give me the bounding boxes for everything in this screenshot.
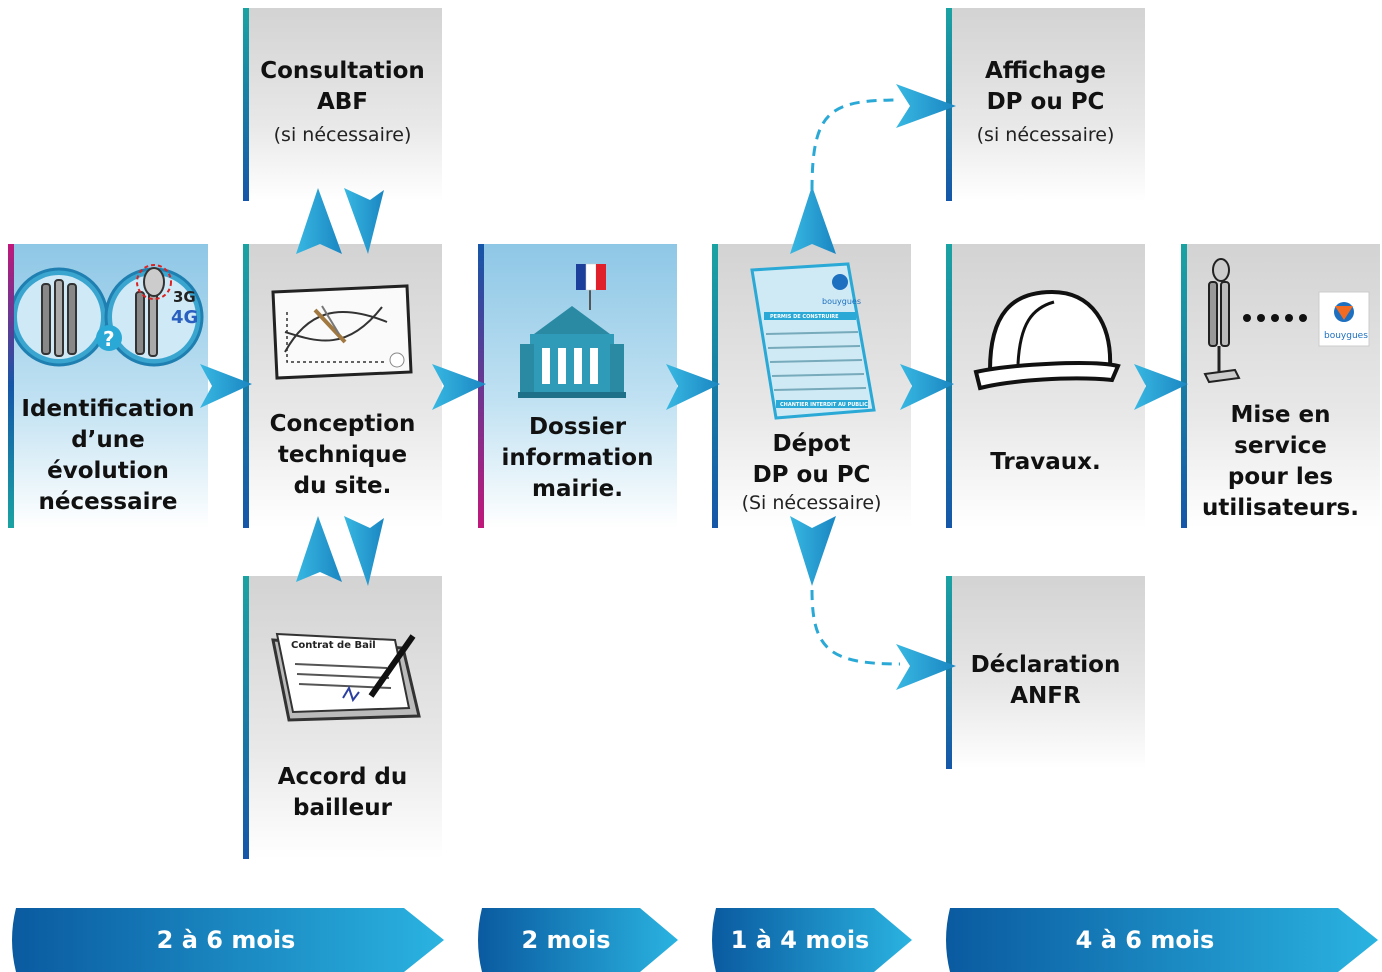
tech-4g-label: 4G bbox=[171, 307, 198, 328]
arrow-down-declaration bbox=[790, 516, 836, 586]
permit-title: PERMIS DE CONSTRUIRE bbox=[770, 314, 839, 320]
permit-brand: bouygues bbox=[822, 297, 861, 306]
step-bar bbox=[946, 576, 952, 769]
depot-label: Dépot DP ou PC bbox=[752, 431, 871, 488]
tech-3g-label: 3G bbox=[173, 288, 196, 306]
arrow-up-affichage bbox=[790, 186, 836, 254]
service-brand: bouygues bbox=[1324, 331, 1368, 341]
step-dossier: Dossier information mairie. bbox=[478, 244, 677, 528]
timeline-band-2: 2 mois bbox=[474, 908, 678, 972]
arrow-up-accord bbox=[296, 516, 342, 582]
step-bar bbox=[243, 8, 249, 201]
timeline-band-4: 4 à 6 mois bbox=[942, 908, 1378, 972]
arrow-right-2 bbox=[432, 364, 486, 410]
dashed-path-declaration bbox=[810, 589, 901, 666]
step-travaux: Travaux. bbox=[946, 244, 1145, 528]
step-depot: bouygues PERMIS DE CONSTRUIRE CHANTIER I… bbox=[712, 244, 911, 528]
arrow-down-consultation bbox=[344, 188, 384, 254]
step-identification: 3G 4G ? Identification d’une évolution n… bbox=[8, 244, 208, 528]
conception-label: Conception technique du site. bbox=[269, 411, 416, 499]
step-consultation: Consultation ABF (si nécessaire) bbox=[243, 8, 442, 201]
affichage-label: Affichage DP ou PC bbox=[984, 58, 1107, 115]
depot-note: (Si nécessaire) bbox=[741, 492, 882, 514]
contract-title: Contrat de Bail bbox=[291, 640, 376, 651]
identification-label: Identification d’une évolution nécessair… bbox=[21, 396, 195, 515]
dossier-label: Dossier information mairie. bbox=[501, 414, 654, 502]
arrow-up-consultation bbox=[296, 188, 342, 254]
timeline-label-2: 2 mois bbox=[521, 926, 611, 954]
step-conception: Conception technique du site. bbox=[243, 244, 442, 528]
step-bar bbox=[243, 576, 249, 859]
contract-signing-icon: Contrat de Bail bbox=[263, 630, 423, 734]
arrow-right-4 bbox=[900, 364, 954, 410]
permit-footer: CHANTIER INTERDIT AU PUBLIC bbox=[780, 402, 868, 408]
hard-hat-icon bbox=[972, 284, 1122, 398]
arrow-right-3 bbox=[666, 364, 720, 410]
arrow-right-declaration bbox=[896, 644, 956, 690]
town-hall-icon bbox=[512, 260, 632, 404]
consultation-label: Consultation ABF bbox=[260, 58, 425, 115]
step-mise: bouygues Mise en service pour les utilis… bbox=[1181, 244, 1380, 528]
travaux-label: Travaux. bbox=[990, 449, 1101, 475]
step-bar bbox=[8, 244, 14, 528]
timeline-band-1: 2 à 6 mois bbox=[8, 908, 444, 972]
question-label: ? bbox=[103, 327, 115, 351]
arrow-right-5 bbox=[1134, 364, 1188, 410]
step-accord: Contrat de Bail Accord du bailleur bbox=[243, 576, 442, 859]
step-bar bbox=[1181, 244, 1187, 528]
timeline-label-4: 4 à 6 mois bbox=[1075, 926, 1215, 954]
consultation-note: (si nécessaire) bbox=[273, 124, 412, 146]
affichage-note: (si nécessaire) bbox=[976, 124, 1115, 146]
mise-label: Mise en service pour les utilisateurs. bbox=[1202, 402, 1359, 521]
declaration-label: Déclaration ANFR bbox=[970, 652, 1121, 709]
timeline-label-3: 1 à 4 mois bbox=[730, 926, 870, 954]
blueprint-icon bbox=[267, 282, 417, 386]
antenna-service-icon: bouygues bbox=[1195, 256, 1375, 390]
dashed-path-affichage bbox=[810, 98, 901, 191]
step-declaration: Déclaration ANFR bbox=[946, 576, 1145, 769]
arrow-right-affichage bbox=[896, 84, 956, 128]
timeline-label-1: 2 à 6 mois bbox=[156, 926, 296, 954]
step-affichage: Affichage DP ou PC (si nécessaire) bbox=[946, 8, 1145, 201]
building-permit-form-icon: bouygues PERMIS DE CONSTRUIRE CHANTIER I… bbox=[748, 262, 878, 426]
timeline-band-3: 1 à 4 mois bbox=[708, 908, 912, 972]
accord-label: Accord du bailleur bbox=[277, 764, 408, 821]
arrow-down-accord bbox=[344, 516, 384, 586]
arrow-right-1 bbox=[200, 364, 252, 408]
